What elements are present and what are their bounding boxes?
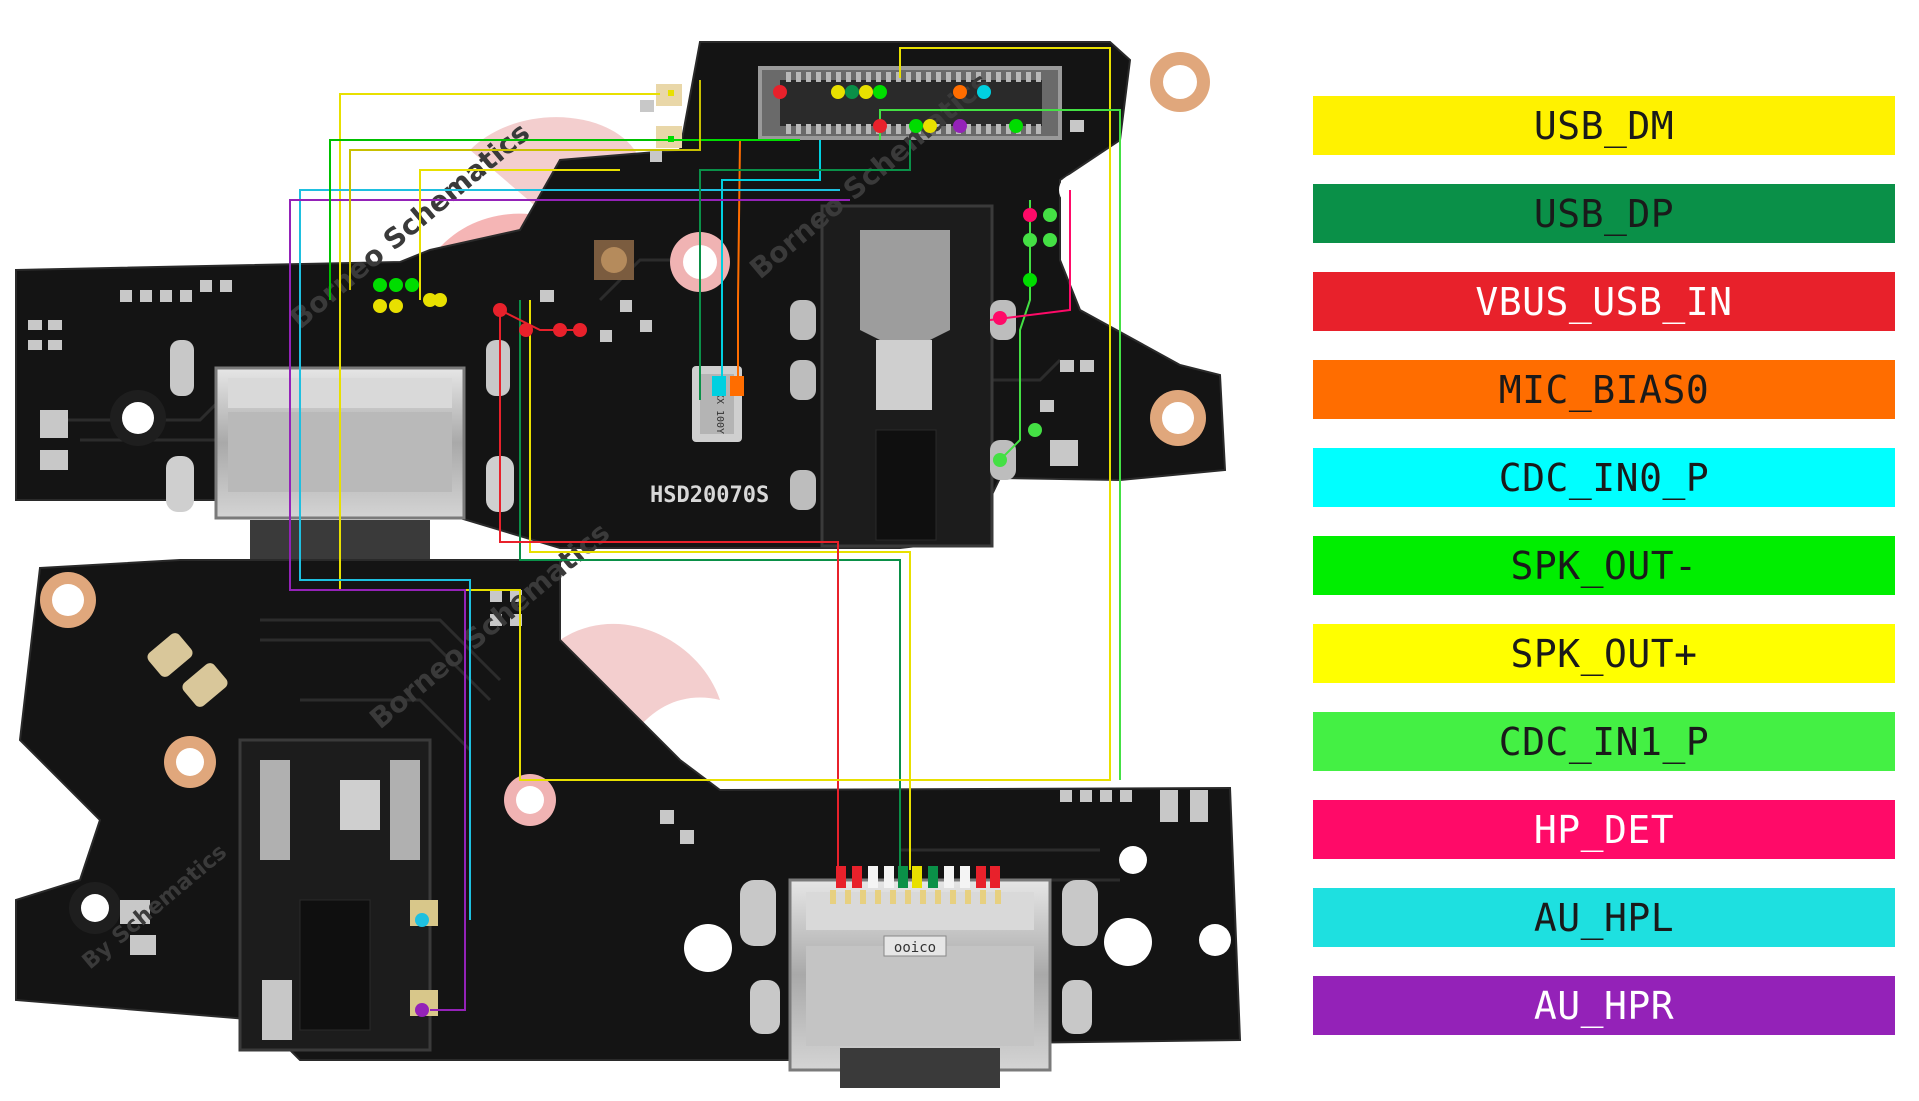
board-svg: XXX 100Y HSD20070S Borneo Schemat <box>15 41 1242 1088</box>
btb-pin <box>886 72 891 82</box>
btb-pin <box>816 72 821 82</box>
net-traces <box>289 47 1121 1011</box>
btb-pin <box>826 124 831 134</box>
btb-pin <box>966 124 971 134</box>
btb-pin <box>806 72 811 82</box>
btb-pin <box>836 72 841 82</box>
usbc-pin <box>905 890 911 904</box>
bottom-audio-jack <box>238 738 438 1052</box>
board-diagram: XXX 100Y HSD20070S Borneo Schemat <box>15 41 1242 1088</box>
legend-item-spk-out: SPK_OUT+ <box>1313 624 1895 683</box>
usbc-pin <box>830 890 836 904</box>
btb-pin <box>836 124 841 134</box>
btb-pin <box>956 72 961 82</box>
usb-logo: ooico <box>894 940 936 956</box>
usbc-pin <box>920 890 926 904</box>
btb-pin <box>896 124 901 134</box>
btb-pin <box>1026 72 1031 82</box>
btb-pin <box>976 72 981 82</box>
btb-pin <box>1006 72 1011 82</box>
legend-item-au-hpl: AU_HPL <box>1313 888 1895 947</box>
btb-pin <box>936 72 941 82</box>
usbc-pin-markers <box>836 866 1000 888</box>
btb-pin <box>886 124 891 134</box>
usbc-pin <box>845 890 851 904</box>
btb-pin <box>1006 124 1011 134</box>
btb-pin <box>786 124 791 134</box>
bottom-usb-connector: ooico <box>740 878 1098 1088</box>
usbc-pin <box>890 890 896 904</box>
top-board: XXX 100Y HSD20070S Borneo Schemat <box>15 41 1227 560</box>
btb-pin <box>816 124 821 134</box>
btb-pin <box>986 72 991 82</box>
top-audio-jack <box>790 204 1016 548</box>
btb-pin <box>856 72 861 82</box>
btb-pin <box>1016 72 1021 82</box>
legend-item-cdc-in0-p: CDC_IN0_P <box>1313 448 1895 507</box>
legend-item-au-hpr: AU_HPR <box>1313 976 1895 1035</box>
btb-pin <box>826 72 831 82</box>
btb-pin <box>946 72 951 82</box>
legend-item-mic-bias0: MIC_BIAS0 <box>1313 360 1895 419</box>
btb-pin <box>996 124 1001 134</box>
btb-pin <box>866 72 871 82</box>
btb-pin <box>916 72 921 82</box>
btb-pin <box>796 72 801 82</box>
usbc-pin <box>950 890 956 904</box>
btb-pin <box>906 72 911 82</box>
legend-item-hp-det: HP_DET <box>1313 800 1895 859</box>
btb-pin <box>796 124 801 134</box>
btb-pin <box>1036 72 1041 82</box>
legend-item-usb-dp: USB_DP <box>1313 184 1895 243</box>
usbc-pin <box>935 890 941 904</box>
legend-item-cdc-in1-p: CDC_IN1_P <box>1313 712 1895 771</box>
legend-item-spk-out: SPK_OUT- <box>1313 536 1895 595</box>
btb-pin <box>986 124 991 134</box>
btb-pin <box>866 124 871 134</box>
usbc-pin <box>875 890 881 904</box>
btb-pin <box>926 72 931 82</box>
btb-pin <box>966 72 971 82</box>
trace-usb-dm <box>529 300 911 870</box>
bottom-board: ooico Borneo Schematics By Schematics <box>15 516 1242 1088</box>
net-dots <box>373 85 1057 1017</box>
btb-pin <box>976 124 981 134</box>
btb-pin <box>856 124 861 134</box>
btb-pin <box>996 72 1001 82</box>
btb-pin <box>1026 124 1031 134</box>
btb-pin <box>936 124 941 134</box>
btb-pin <box>1036 124 1041 134</box>
btb-pin <box>846 124 851 134</box>
btb-pin <box>806 124 811 134</box>
legend-item-vbus-usb-in: VBUS_USB_IN <box>1313 272 1895 331</box>
usbc-pin <box>965 890 971 904</box>
btb-pin <box>876 72 881 82</box>
usbc-pin <box>980 890 986 904</box>
btb-pin <box>896 72 901 82</box>
btb-pin <box>786 72 791 82</box>
legend-item-usb-dm: USB_DM <box>1313 96 1895 155</box>
mic-marking: XXX 100Y <box>714 386 725 434</box>
silkscreen-label: HSD20070S <box>650 483 769 508</box>
btb-pin <box>846 72 851 82</box>
btb-pin <box>946 124 951 134</box>
usbc-pin <box>860 890 866 904</box>
usbc-pin <box>995 890 1001 904</box>
btb-pin <box>906 124 911 134</box>
